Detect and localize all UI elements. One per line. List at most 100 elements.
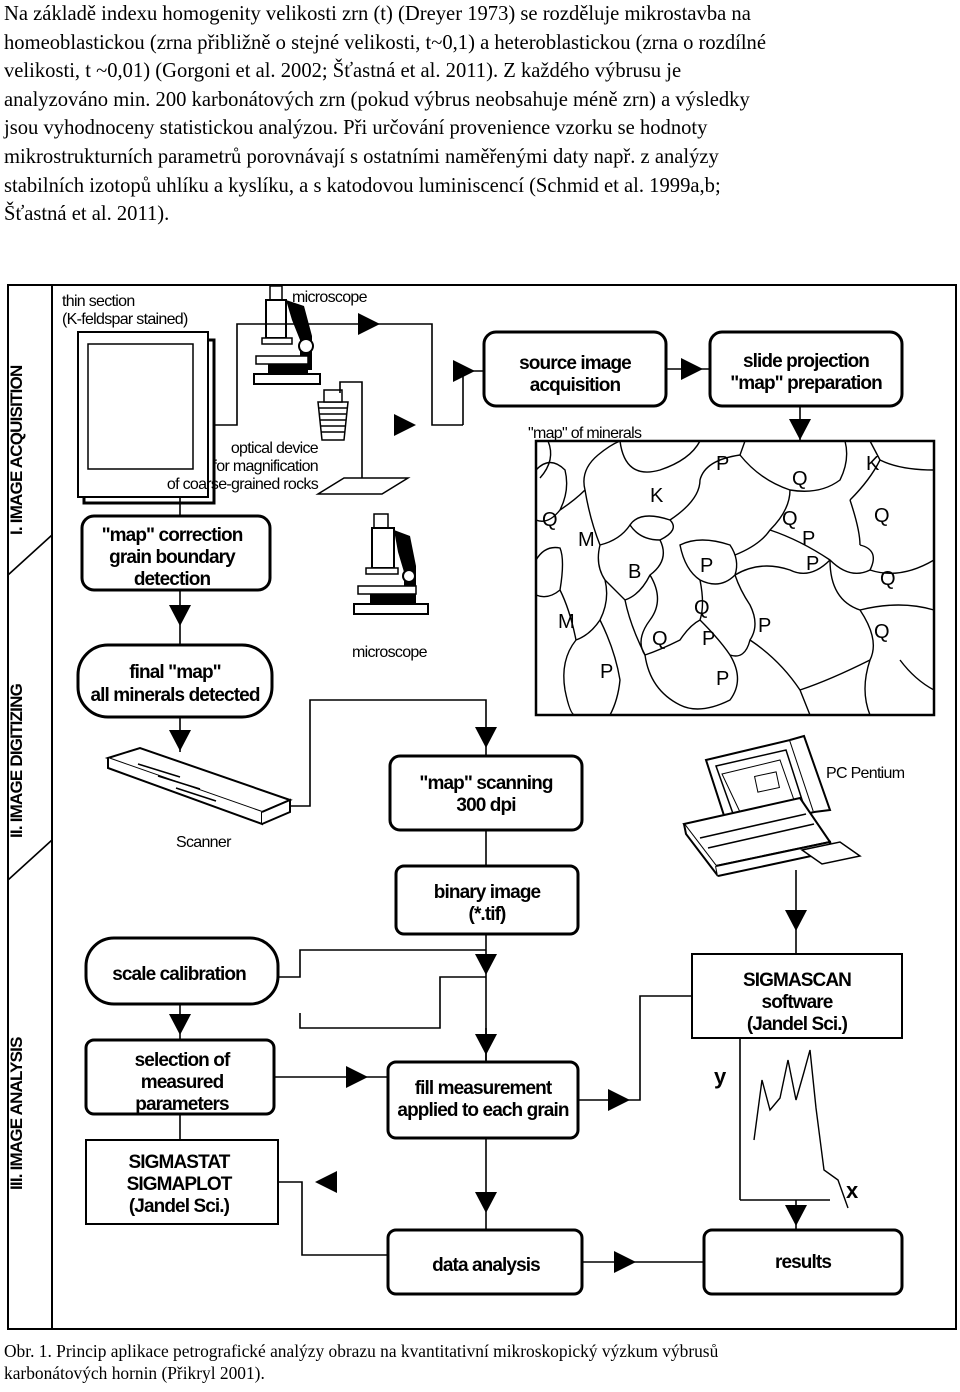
arrow-down (785, 910, 807, 931)
arrow-down (475, 954, 497, 975)
mineral-label: K (866, 453, 880, 475)
arrow-right (394, 414, 416, 436)
connector-line (299, 976, 486, 1029)
scale-calibration-label: scale calibration (112, 964, 246, 985)
phase-separator (7, 839, 53, 881)
scanner-label: Scanner (176, 834, 232, 851)
selection-label: parameters (135, 1094, 229, 1115)
arrow-down (169, 730, 191, 751)
phase-separator (7, 534, 53, 576)
mineral-label: Q (652, 628, 668, 650)
map-correction-box (80, 514, 272, 592)
fill-measurement-label: applied to each grain (397, 1100, 568, 1121)
source-image-label: acquisition (530, 375, 621, 396)
intro-line: Šťastná et al. 2011). (4, 203, 170, 226)
slide-projection-box (708, 330, 904, 408)
mineral-label: M (578, 529, 595, 551)
mineral-map (534, 439, 936, 717)
final-map-label: all minerals detected (90, 685, 259, 706)
microscope-middle-label: microscope (352, 644, 428, 661)
mineral-label: Q (792, 468, 808, 490)
map-correction-label: grain boundary (109, 547, 236, 568)
results-box (702, 1228, 904, 1296)
binary-image-box (394, 864, 580, 936)
diagram-frame (7, 284, 957, 1330)
thin-section-sample (87, 343, 194, 470)
map-of-minerals-label: "map" of minerals (528, 425, 642, 442)
arrow-down (785, 1205, 807, 1226)
mineral-label: Q (874, 621, 890, 643)
results-graph-icon (739, 1038, 849, 1209)
selection-label: selection of (135, 1050, 231, 1071)
sigmascan-label: (Jandel Sci.) (747, 1014, 848, 1035)
optical-device-label: optical device (231, 440, 319, 457)
pc-label: PC Pentium (826, 765, 905, 782)
mineral-label: P (716, 453, 729, 475)
sigmastat-label: SIGMAPLOT (127, 1174, 233, 1195)
mineral-label: Q (880, 568, 896, 590)
selection-label: measured (141, 1072, 224, 1093)
figure-caption: Obr. 1. Princip aplikace petrografické a… (4, 1340, 956, 1384)
slide-projection-label: "map" preparation (730, 373, 882, 394)
map-scanning-label: 300 dpi (456, 795, 515, 816)
axis-y-label: y (714, 1064, 727, 1089)
source-image-label: source image (519, 353, 631, 374)
mineral-label: P (716, 668, 729, 690)
intro-line: jsou vyhodnoceny statistickou analýzou. … (4, 117, 708, 140)
intro-line: mikrostrukturních parametrů porovnávají … (4, 145, 719, 168)
arrow-right (614, 1251, 636, 1273)
phase-label-analysis: III. IMAGE ANALYSIS (7, 1037, 26, 1190)
connector-line (214, 323, 463, 426)
mineral-label: P (600, 661, 613, 683)
scanner-icon (104, 746, 293, 826)
phase-label-digitizing: II. IMAGE DIGITIZING (7, 683, 26, 838)
arrow-down (169, 605, 191, 626)
map-correction-label: detection (134, 569, 211, 590)
arrow-right (608, 1089, 630, 1111)
map-scanning-label: "map" scanning (419, 773, 552, 794)
mineral-label: B (628, 561, 641, 583)
mineral-label: P (702, 628, 715, 650)
optical-device-label: of coarse-grained rocks (167, 476, 319, 493)
arrow-right (453, 360, 475, 382)
thin-section-shadow (82, 338, 216, 505)
mineral-label: Q (874, 505, 890, 527)
arrow-right (346, 1066, 368, 1088)
sigmastat-label: (Jandel Sci.) (129, 1196, 230, 1217)
data-analysis-label: data analysis (432, 1255, 540, 1276)
intro-paragraph: Na základě indexu homogenity velikosti z… (4, 0, 956, 229)
optical-device-icon (315, 381, 411, 495)
thin-section-label: thin section (62, 293, 135, 310)
connector-line (278, 949, 486, 978)
sigmascan-label: software (762, 992, 833, 1013)
intro-line: stabilních izotopů uhlíku a kyslíku, a s… (4, 174, 721, 197)
results-label: results (775, 1252, 831, 1273)
sigmascan-label: SIGMASCAN (743, 970, 851, 991)
arrow-right (358, 313, 380, 335)
arrow-down (475, 1192, 497, 1213)
axis-x-label: x (846, 1178, 859, 1203)
map-correction-label: "map" correction (102, 525, 243, 546)
mineral-label: Q (694, 597, 710, 619)
fill-measurement-label: fill measurement (415, 1078, 553, 1099)
final-map-label: final "map" (129, 662, 221, 683)
slide-projection-label: slide projection (743, 351, 869, 372)
intro-line: homeoblastickou (zrna přibližně o stejné… (4, 31, 766, 54)
caption-line: Obr. 1. Princip aplikace petrografické a… (4, 1341, 719, 1361)
connector-line (578, 995, 692, 1101)
binary-image-label: (*.tif) (469, 904, 507, 925)
thin-section-label: (K-feldspar stained) (62, 311, 188, 328)
microscope-middle-icon (353, 513, 429, 615)
final-map-box (76, 643, 274, 719)
connector-line (290, 699, 487, 807)
mineral-label: P (758, 615, 771, 637)
mineral-labels: Q K P Q K Q M Q P B P P Q M Q P P Q P P … (542, 453, 896, 690)
arrow-down (475, 727, 497, 748)
intro-line: velikosti, t ~0,01) (Gorgoni et al. 2002… (4, 60, 682, 83)
binary-image-label: binary image (434, 882, 541, 903)
arrow-down (789, 419, 811, 440)
mineral-label: P (700, 555, 713, 577)
mineral-label: K (650, 485, 664, 507)
optical-device-label: for magnification (213, 458, 319, 475)
